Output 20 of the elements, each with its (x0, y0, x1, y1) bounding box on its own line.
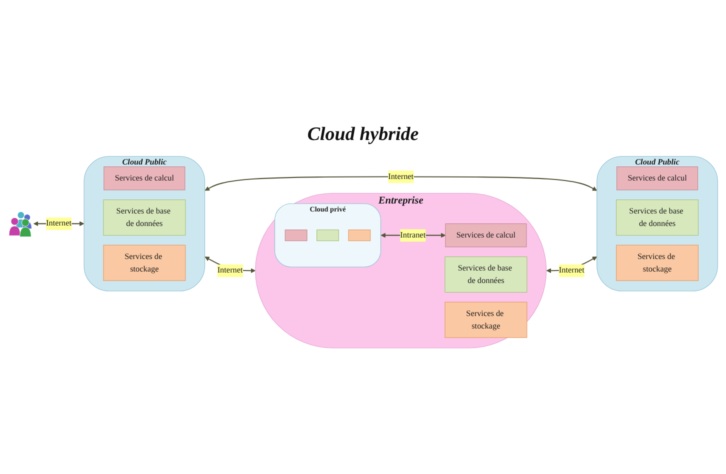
node-box: Services de base de données (103, 200, 186, 236)
edge-label: Internet (217, 266, 243, 275)
edge-label: Intranet (400, 230, 426, 240)
node-box (284, 230, 308, 242)
edge-label: Internet (388, 172, 414, 181)
node-box: Services de stockage (444, 302, 528, 338)
node-box: Services de calcul (616, 166, 698, 190)
node-box: Services de calcul (104, 166, 186, 190)
node-box: Services de stockage (616, 244, 698, 281)
node-box (316, 230, 339, 242)
node-box: Services de base de données (616, 200, 698, 236)
node-box: Services de calcul (445, 223, 527, 248)
edge-label: Internet (558, 266, 584, 275)
node-box (348, 230, 371, 242)
diagram-title: Cloud hybride (307, 124, 419, 145)
node-box: Services de stockage (103, 244, 186, 281)
arrow (204, 176, 598, 191)
edge-label: Internet (46, 219, 72, 228)
node-person (8, 210, 34, 237)
node-box: Services de base de données (444, 256, 528, 293)
